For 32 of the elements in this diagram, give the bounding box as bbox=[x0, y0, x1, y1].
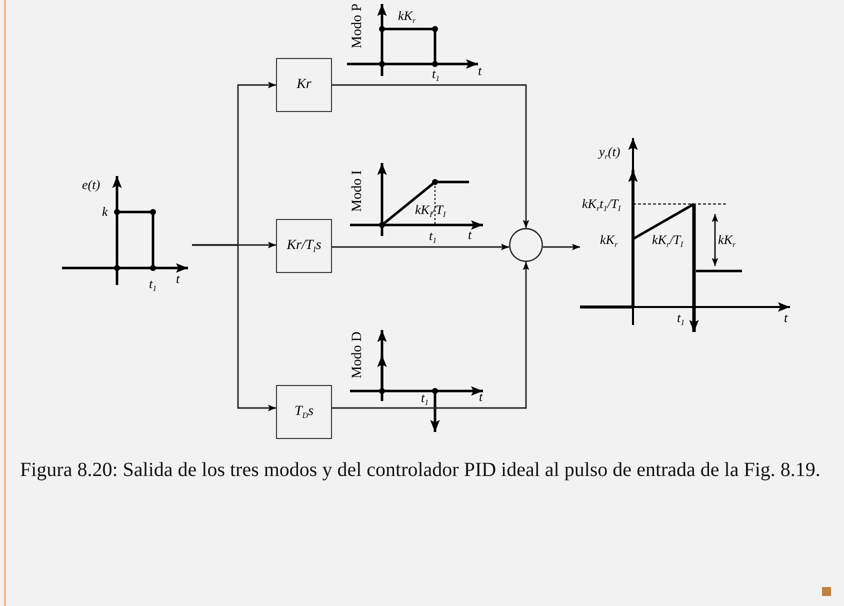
transfer-block: T$_{D}$s bbox=[276, 385, 332, 439]
math-label: t$_{1}$ bbox=[149, 277, 157, 293]
math-label: t bbox=[479, 390, 483, 403]
math-label: t$_{1}$ bbox=[429, 229, 437, 245]
math-label: t$_{1}$ bbox=[677, 311, 685, 327]
math-label: kK$_{r}$ bbox=[398, 9, 416, 25]
axis-label: Modo P bbox=[351, 4, 365, 48]
math-label: t bbox=[176, 272, 180, 285]
transfer-block: Kr/T$_{I}$s bbox=[276, 219, 332, 273]
math-label: t$_{1}$ bbox=[432, 67, 440, 83]
math-label: t bbox=[784, 311, 788, 324]
math-label: t$_{1}$ bbox=[421, 391, 429, 407]
arrow bbox=[543, 244, 580, 250]
math-label: kK$_{r}$ bbox=[600, 233, 618, 249]
math-label: t bbox=[468, 228, 472, 241]
math-label: kK$_{r}$ bbox=[718, 233, 736, 249]
transfer-block: Kr bbox=[276, 58, 332, 112]
math-label: k bbox=[102, 205, 108, 218]
summing-junction bbox=[509, 228, 543, 262]
axis-label: Modo D bbox=[351, 331, 365, 379]
axis-label: Modo I bbox=[351, 170, 365, 212]
arrow bbox=[332, 262, 530, 409]
math-label: kK$_{I}$/T$_{I}$ bbox=[415, 203, 446, 219]
arrow bbox=[332, 244, 509, 250]
math-label: kK$_{r}$/T$_{I}$ bbox=[652, 233, 684, 249]
arrow bbox=[192, 244, 276, 412]
math-label: e(t) bbox=[82, 178, 100, 191]
math-label: kK$_{r}$t$_{1}$/T$_{I}$ bbox=[582, 197, 621, 213]
math-label: y$_{r}$(t) bbox=[599, 145, 620, 161]
math-label: t bbox=[478, 64, 482, 77]
arrow bbox=[332, 84, 530, 228]
figure-caption: Figura 8.20: Salida de los tres modos y del controlador PID ideal al pulso de entrada de la Fig. 8.19. bbox=[20, 458, 822, 483]
